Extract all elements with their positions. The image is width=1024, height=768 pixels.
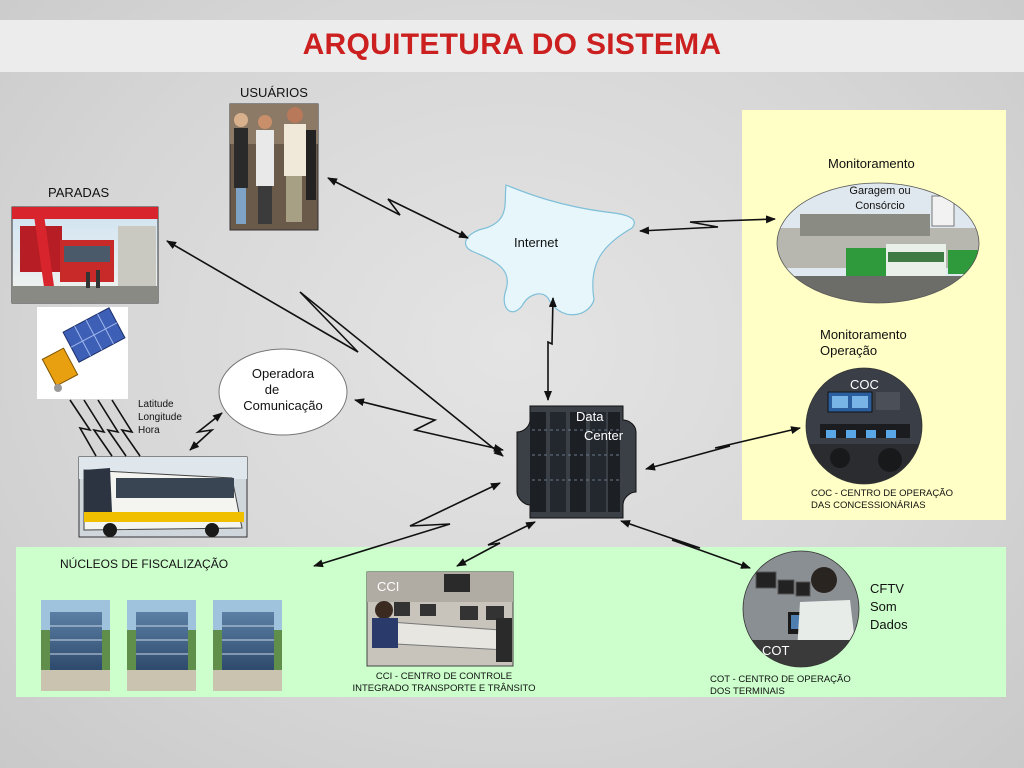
page-title: ARQUITETURA DO SISTEMA [302, 28, 722, 61]
garage-label: Garagem ou Consórcio [830, 184, 930, 214]
cot-label: COT [762, 643, 790, 658]
arrow-internet-datacenter [544, 297, 557, 401]
cot-photo [743, 551, 859, 667]
arrow-sat-bus-4 [111, 399, 141, 457]
coc-photo [806, 368, 922, 484]
gps-latitude-label: Latitude [138, 399, 174, 410]
satellite-icon [37, 307, 128, 399]
arrow-internet-garage [639, 215, 776, 235]
cot-description-line2: DOS TERMINAIS [710, 686, 785, 697]
cftv-label-line3: Dados [870, 617, 908, 632]
garage-label-line1: Garagem ou [849, 185, 911, 197]
cftv-label: CFTV Som Dados [870, 580, 908, 634]
users-label: USUÁRIOS [240, 85, 308, 100]
arrow-stops-datacenter [166, 240, 504, 457]
inspection-building-3 [213, 600, 282, 691]
datacenter-label-line2: Center [584, 428, 624, 443]
cci-description-line2: INTEGRADO TRANSPORTE E TRÂNSITO [352, 683, 536, 694]
cftv-label-line2: Som [870, 599, 897, 614]
coc-label: COC [850, 377, 879, 392]
coc-description-line1: COC - CENTRO DE OPERAÇÃO [811, 488, 953, 499]
operator-label-line1: Operadora [251, 366, 315, 381]
operator-label-line2: de [264, 382, 280, 397]
gps-time-label: Hora [138, 425, 160, 436]
arrow-datacenter-cot [620, 520, 751, 569]
cci-description-line1: CCI - CENTRO DE CONTROLE [375, 671, 513, 682]
internet-label: Internet [514, 235, 559, 250]
arrow-bus-operator [189, 412, 223, 451]
cot-description: COT - CENTRO DE OPERAÇÃO DOS TERMINAIS [710, 674, 851, 698]
monitoring-operation-line2: Operação [820, 343, 878, 358]
datacenter-photo [516, 405, 637, 519]
garage-label-line2: Consórcio [855, 200, 905, 212]
inspection-centers-label: NÚCLEOS DE FISCALIZAÇÃO [60, 557, 229, 571]
connection-arrows [69, 177, 801, 569]
bus-photo [78, 456, 248, 538]
cot-description-line1: COT - CENTRO DE OPERAÇÃO [710, 674, 851, 685]
datacenter-label-line1: Data [576, 409, 604, 424]
arrow-users-internet [327, 177, 469, 239]
monitoring-operation-label: Monitoramento Operação [820, 327, 907, 359]
stops-label: PARADAS [48, 185, 110, 200]
arrow-sat-bus-2 [83, 399, 113, 457]
arrow-datacenter-coc [645, 426, 801, 471]
arrow-operator-datacenter [354, 398, 504, 452]
bus-stop-photo [11, 206, 159, 304]
cci-label: CCI [377, 579, 400, 594]
monitoring-operation-line1: Monitoramento [820, 327, 907, 342]
cci-description: CCI - CENTRO DE CONTROLE INTEGRADO TRANS… [340, 671, 548, 695]
gps-longitude-label: Longitude [138, 412, 182, 423]
cftv-label-line1: CFTV [870, 581, 904, 596]
arrow-nucleos-datacenter [313, 482, 501, 568]
arrow-cci-datacenter [456, 521, 536, 567]
inspection-building-1 [41, 600, 110, 691]
cci-photo [366, 571, 514, 667]
coc-description: COC - CENTRO DE OPERAÇÃO DAS CONCESSIONÁ… [811, 488, 953, 512]
coc-description-line2: DAS CONCESSIONÁRIAS [811, 500, 926, 511]
users-photo [229, 103, 319, 231]
arrow-sat-bus-1 [69, 399, 97, 457]
arrow-sat-bus-3 [97, 399, 127, 457]
operator-label-line3: Comunicação [243, 398, 323, 413]
gps-data-label: Latitude Longitude Hora [138, 398, 182, 437]
monitoring-label: Monitoramento [828, 156, 915, 171]
operator-label: Operadora de Comunicação [219, 366, 347, 414]
title-bar [0, 20, 1024, 72]
inspection-building-2 [127, 600, 196, 691]
